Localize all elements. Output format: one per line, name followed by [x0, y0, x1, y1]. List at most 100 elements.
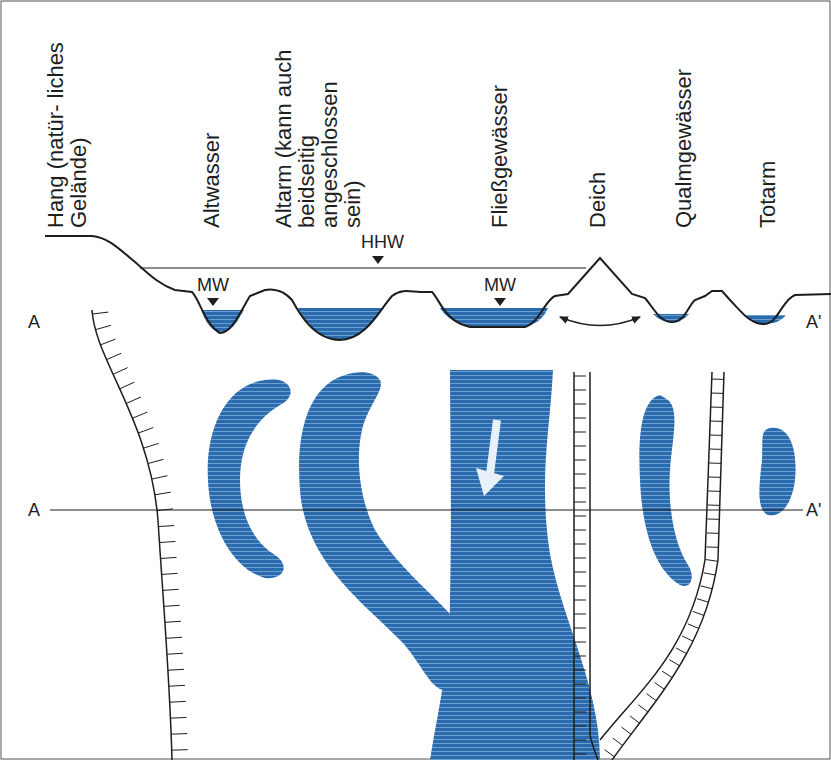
water-label: Qualmgewässer	[672, 18, 695, 228]
hatch-tick	[95, 325, 110, 329]
hatch-tick	[158, 526, 174, 527]
hatch-tick	[144, 443, 159, 448]
water-label: Altarm (kann auch beidseitig angeschloss…	[272, 48, 364, 228]
hatch-tick	[120, 382, 135, 389]
hatch-tick	[574, 754, 586, 755]
seepage-arrow	[560, 317, 640, 326]
hatch-tick	[707, 518, 719, 519]
hatch-tick	[138, 428, 153, 433]
terrain-profile	[45, 236, 831, 340]
hatch-tick	[574, 670, 586, 671]
hatch-tick	[613, 738, 623, 745]
hatch-tick	[107, 353, 122, 359]
hatch-tick	[92, 312, 108, 314]
hatch-tick	[159, 541, 175, 542]
level-label: MW	[197, 274, 229, 297]
hatch-tick	[157, 509, 173, 511]
hatch-tick	[574, 698, 586, 699]
hatch-tick	[710, 449, 722, 450]
section-line	[50, 509, 803, 510]
hatch-tick	[166, 637, 182, 638]
hatch-tick	[133, 412, 148, 418]
hatch-tick	[164, 605, 180, 606]
section-mark: A	[28, 499, 40, 522]
hatch-tick	[574, 656, 586, 657]
hatch-tick	[574, 502, 586, 503]
hatch-tick	[574, 684, 586, 685]
level-label: MW	[484, 274, 516, 297]
hatch-tick	[709, 462, 721, 463]
slope-label: Hang (natür- liches Gelände)	[44, 28, 90, 228]
hatch-tick	[574, 488, 586, 489]
hatch-tick	[605, 750, 615, 757]
level-label: HHW	[361, 231, 404, 254]
hatch-tick	[630, 716, 640, 723]
hatch-tick	[574, 544, 586, 545]
hatch-tick	[574, 474, 586, 475]
hatch-tick	[574, 376, 586, 377]
hatch-tick	[574, 460, 586, 461]
water-label: Totarm	[756, 28, 779, 228]
hatch-tick	[161, 557, 177, 558]
hatch-tick	[574, 600, 586, 601]
hatch-tick	[574, 404, 586, 405]
hatch-tick	[697, 599, 708, 603]
hatch-tick	[704, 573, 716, 575]
hatching	[92, 312, 723, 757]
dike-label: Deich	[586, 28, 609, 228]
hatch-tick	[710, 421, 722, 422]
plan-lines	[92, 310, 724, 760]
section-mark: A'	[806, 311, 821, 334]
hatch-tick	[622, 727, 632, 734]
hatch-tick	[574, 530, 586, 531]
hatch-tick	[163, 589, 179, 590]
hatch-tick	[574, 516, 586, 517]
hhw-line	[140, 267, 586, 268]
hatch-tick	[101, 339, 116, 345]
section-mark: A'	[806, 499, 821, 522]
hatch-tick	[152, 476, 168, 479]
hatch-tick	[574, 628, 586, 629]
hatch-tick	[162, 573, 178, 574]
hatch-tick	[574, 726, 586, 727]
hatch-tick	[574, 712, 586, 713]
hatch-tick	[711, 393, 723, 394]
hatch-tick	[171, 733, 187, 735]
hatch-tick	[574, 642, 586, 643]
hatch-tick	[168, 669, 184, 671]
hatch-tick	[638, 705, 648, 712]
plan-water	[208, 370, 796, 760]
hatch-tick	[167, 653, 183, 654]
hatch-tick	[669, 660, 679, 666]
hatch-tick	[113, 368, 128, 375]
hatch-tick	[574, 390, 586, 391]
section-water	[201, 308, 786, 340]
hatch-tick	[155, 492, 171, 495]
hatch-tick	[574, 740, 586, 741]
hatch-tick	[676, 648, 687, 654]
hatch-tick	[574, 432, 586, 433]
hatch-tick	[682, 636, 693, 641]
hatch-tick	[574, 418, 586, 419]
hatch-tick	[712, 379, 724, 380]
hatch-tick	[709, 476, 721, 477]
hatch-tick	[574, 586, 586, 587]
hatch-tick	[710, 435, 722, 436]
hatch-tick	[574, 614, 586, 615]
hatch-tick	[711, 407, 723, 408]
hatch-tick	[171, 717, 187, 719]
hatch-tick	[688, 624, 699, 629]
flow-arrow	[476, 420, 504, 496]
hatch-tick	[701, 586, 713, 589]
hatch-tick	[170, 701, 186, 703]
hatch-tick	[169, 685, 185, 687]
hatch-tick	[708, 504, 720, 505]
hatch-tick	[126, 397, 141, 403]
section-mark: A	[28, 311, 40, 334]
hatch-tick	[654, 682, 664, 689]
hatch-tick	[662, 671, 672, 678]
water-label: Fließgewässer	[488, 18, 511, 228]
hatch-tick	[574, 572, 586, 573]
